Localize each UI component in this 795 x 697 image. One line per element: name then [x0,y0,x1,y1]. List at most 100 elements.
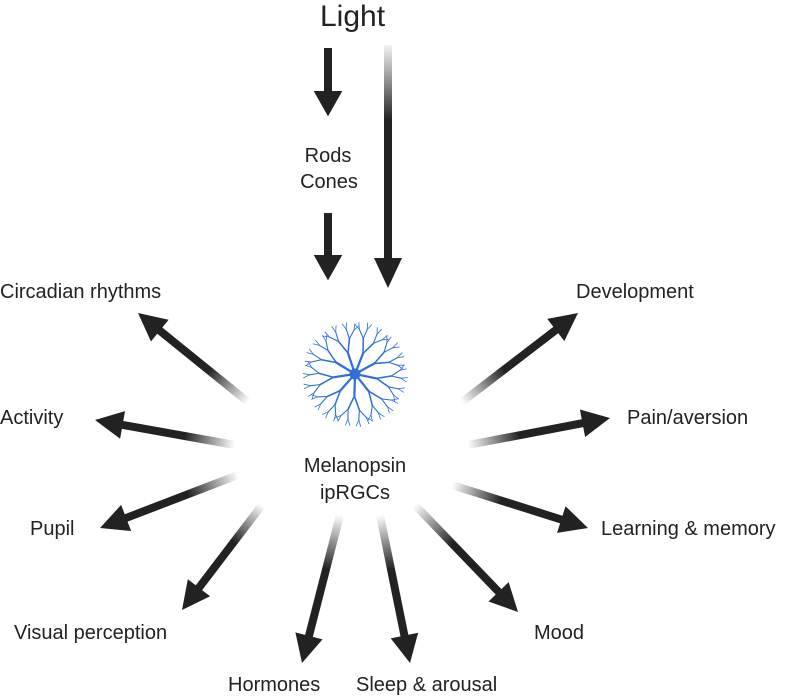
dendrite-segment [353,323,356,331]
dendrite-segment [353,395,361,411]
dendrite-segment [397,352,403,359]
dendrite-segment [320,395,328,405]
dendrite-segment [366,322,369,330]
dendrite-segment [397,356,405,359]
arrow-learning-shaft [450,481,565,524]
dendrite-segment [358,409,367,419]
dendrite-segment [358,419,362,427]
dendrite-segment [314,403,322,408]
dendrite-segment [313,384,321,394]
dendrite-segment [324,331,330,338]
dendrite-segment [348,329,355,340]
dendrite-segment [387,406,394,412]
dendrite-segment [315,339,321,346]
dendrite-segment [319,376,334,386]
dendrite-segment [399,364,405,371]
dendrite-segment [325,340,329,352]
output-pupil: Pupil [30,518,75,540]
dendrite-segment [372,339,383,344]
dendrite-segment [358,328,364,340]
dendrite-segment [358,409,360,421]
arrow-activity-head [95,411,126,439]
dendrite-segment [371,404,380,414]
dendrite-segment [337,340,349,354]
arrow-pupil-head [100,504,132,532]
dendrite-segment [393,394,396,402]
dendrite-segment [400,377,407,383]
arrow-mood-head [488,582,518,612]
dendrite-segment [393,394,399,400]
arrow-circadian-head [138,313,169,342]
arrow-sleep-shaft [376,514,409,639]
dendrite-segment [373,351,385,365]
arrow-visual-head [182,579,211,610]
dendrite-segment [388,357,399,363]
dendrite-segment [318,372,334,379]
dendrite-segment [366,324,373,330]
dendrite-segment [327,403,336,413]
dendrite-segment [390,369,401,377]
arrow-circadian-shaft [155,326,251,406]
dendrite-segment [311,366,320,374]
cell-soma [349,368,361,380]
dendrite-segment [391,399,399,404]
dendrite-segment [383,347,394,353]
arrow-visual-shaft [194,502,266,592]
dendrite-segment [303,374,310,379]
dendrite-segment [304,360,313,363]
dendrite-segment [305,361,313,367]
retinal-ganglion-cell-icon [302,322,409,427]
dendrite-segment [387,406,390,414]
dendrite-segment [392,346,400,349]
arrow-pain-shaft [467,418,586,449]
dendrite-segment [320,358,337,364]
dendrite-segment [353,325,360,331]
dendrite-segment [355,419,360,427]
dendrite-segment [367,414,372,421]
dendrite-segment [388,361,399,366]
arrow-development-shaft [459,325,560,406]
dendrite-segment [311,359,323,363]
dendrite-segment [365,417,373,422]
output-activity: Activity [0,407,64,429]
dendrite-segment [390,375,402,379]
output-hormones: Hormones [228,674,321,696]
dendrite-segment [370,414,373,422]
dendrite-segment [378,412,381,420]
dendrite-segment [367,390,383,400]
dendrite-segment [387,386,399,390]
dendrite-segment [307,361,313,368]
output-mood: Mood [534,622,585,644]
dendrite-segment [334,389,342,406]
dendrite-segment [337,415,342,422]
dendrite-segment [347,395,356,410]
arrow-light-to-cell-head [374,258,402,288]
arrow-development-head [547,313,578,342]
iprgcs-label: ipRGCs [319,482,390,504]
arrow-light-to-cell-shaft [384,45,392,260]
output-visual-perception: Visual perception [14,622,168,644]
dendrite-segment [373,361,390,365]
dendrite-segment [392,342,399,349]
dendrite-segment [397,388,405,393]
dendrite-segment [391,398,399,401]
dendrite-segment [308,372,320,376]
output-development: Development [576,281,694,303]
output-sleep-arousal: Sleep & arousal [356,674,498,696]
dendrite-segment [327,349,337,364]
dendrite-segment [354,323,360,330]
dendrite-segment [307,392,315,397]
dendrite-segment [387,386,395,396]
dendrite-segment [341,323,347,330]
dendrite-segment [399,368,407,371]
dendrite-segment [367,390,374,407]
dendrite-segment [375,377,390,388]
dendrite-segment [347,337,351,354]
dendrite-segment [312,353,323,361]
dendrite-segment [362,342,375,355]
dendrite-segment [397,364,404,370]
arrow-activity-shaft [119,420,236,449]
output-learning-memory: Learning & memory [601,518,776,540]
dendrite-segment [334,415,342,419]
